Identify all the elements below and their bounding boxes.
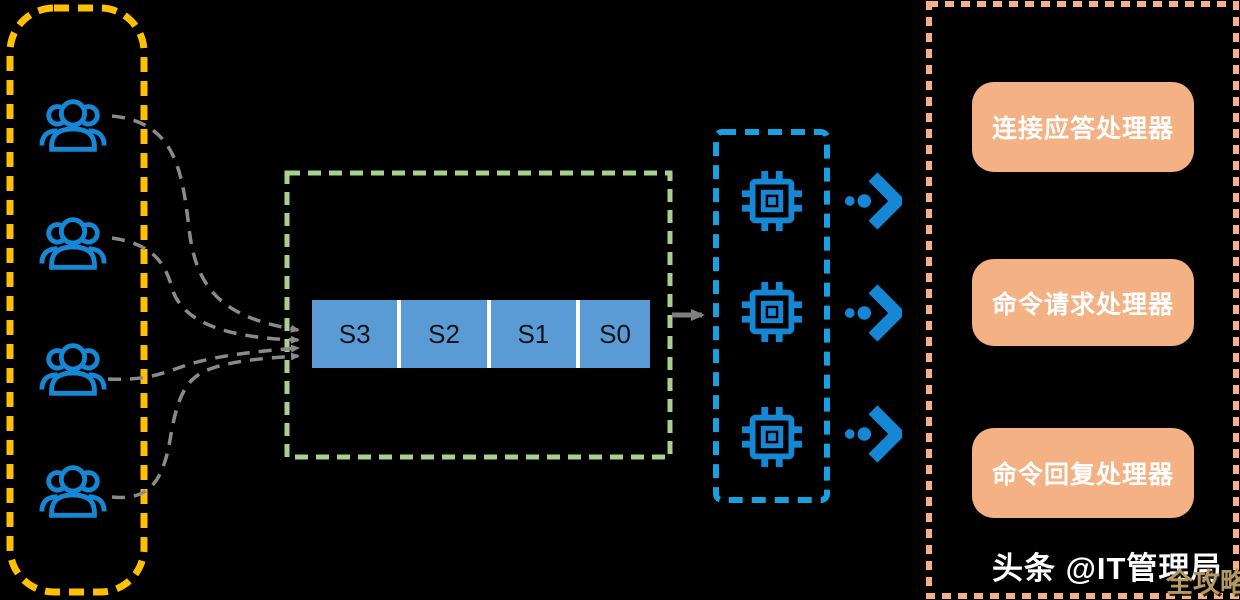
clients-container-border bbox=[6, 4, 148, 596]
cpu-chip-icon bbox=[741, 281, 803, 343]
watermark-text: 全攻略 bbox=[1166, 568, 1240, 598]
users-icon bbox=[39, 99, 107, 152]
arrow-user-3 bbox=[107, 344, 300, 382]
processor-box-connect-reply: 连接应答处理器 bbox=[972, 82, 1194, 172]
arrow-user-4 bbox=[111, 352, 300, 500]
request-queue: S3 S2 S1 S0 bbox=[312, 300, 651, 368]
processor-box-command-reply: 命令回复处理器 bbox=[972, 428, 1194, 518]
double-dot-chevron-icon bbox=[844, 284, 902, 342]
queue-container-border bbox=[284, 170, 673, 460]
arrow-user-2 bbox=[111, 236, 300, 344]
queue-segment: S0 bbox=[576, 300, 651, 368]
client-to-queue-arrows bbox=[107, 114, 300, 500]
users-icon bbox=[39, 217, 107, 270]
queue-segment: S3 bbox=[312, 300, 398, 368]
credit-text: 头条 @IT管理局 bbox=[992, 551, 1223, 586]
double-dot-chevron-icon bbox=[844, 172, 902, 230]
queue-segment: S2 bbox=[397, 300, 487, 368]
users-icon bbox=[39, 343, 107, 396]
double-dot-chevron-icon bbox=[844, 405, 902, 463]
cpu-chip-icon bbox=[741, 406, 803, 468]
processor-box-command-request: 命令请求处理器 bbox=[972, 259, 1194, 346]
cpu-chip-icon bbox=[741, 170, 803, 232]
workers-container-border bbox=[713, 129, 830, 503]
users-icon bbox=[39, 465, 107, 518]
arrow-user-1 bbox=[111, 114, 300, 333]
queue-segment: S1 bbox=[486, 300, 577, 368]
